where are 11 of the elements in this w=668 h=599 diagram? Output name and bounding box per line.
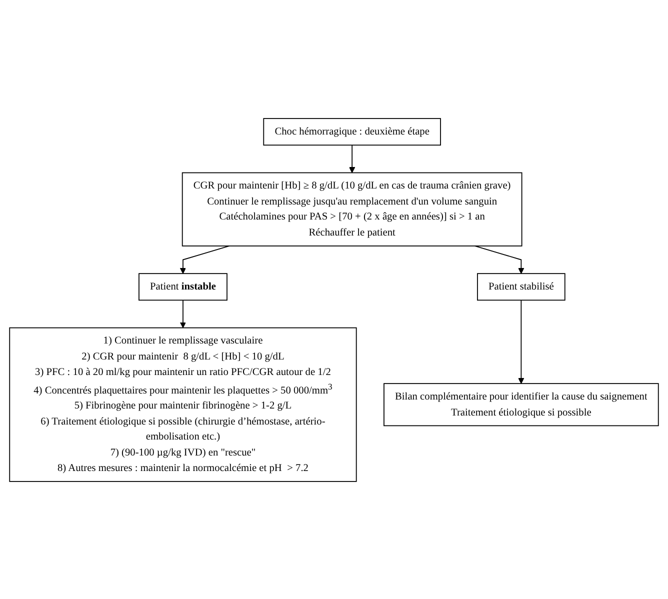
node-box: Bilan complémentaire pour identifier la cause du saignement Traitement étiologique si possible: [384, 382, 659, 426]
arrow: [349, 144, 356, 173]
arrow: [518, 299, 524, 384]
node-box: Choc hémorragique : deuxième étape: [263, 118, 441, 146]
node-box: CGR pour maintenir [Hb] ≥ 8 g/dL (10 g/dL en cas de trauma crânien grave) Continuer le remplissage jusqu'au remplacement d'un volume sanguin Catécholamines pour PAS > [70 + (2 x âge en années)] si > 1 an Réchauffer le patient: [182, 172, 522, 246]
arrow: [474, 245, 524, 274]
node-box: 1) Continuer le remplissage vasculaire 2) CGR pour maintenir 8 g/dL < [Hb] < 10 g/dL 3) PFC : 10 à 20 ml/kg pour maintenir un ratio PFC/CGR autour de 1/2 4) Concentrés plaquettaires pour maintenir les plaquettes > 50 000/mm$^{3}$ 5) Fibrinogène pour maintenir fibrinogène > 1-2 g/L 6) Traitement étiologique si possible (chirurgie d’hémostase, artério-embolisation etc.) 7) (90-100 µg/kg IVD) en "rescue" 8) Autres mesures : maintenir la normocalcémie et pH > 7.2: [9, 326, 357, 482]
node-box: Patient stabilisé: [477, 272, 566, 300]
arrow: [180, 299, 186, 328]
node-box: Patient instable: [138, 272, 228, 300]
arrow: [180, 245, 230, 274]
